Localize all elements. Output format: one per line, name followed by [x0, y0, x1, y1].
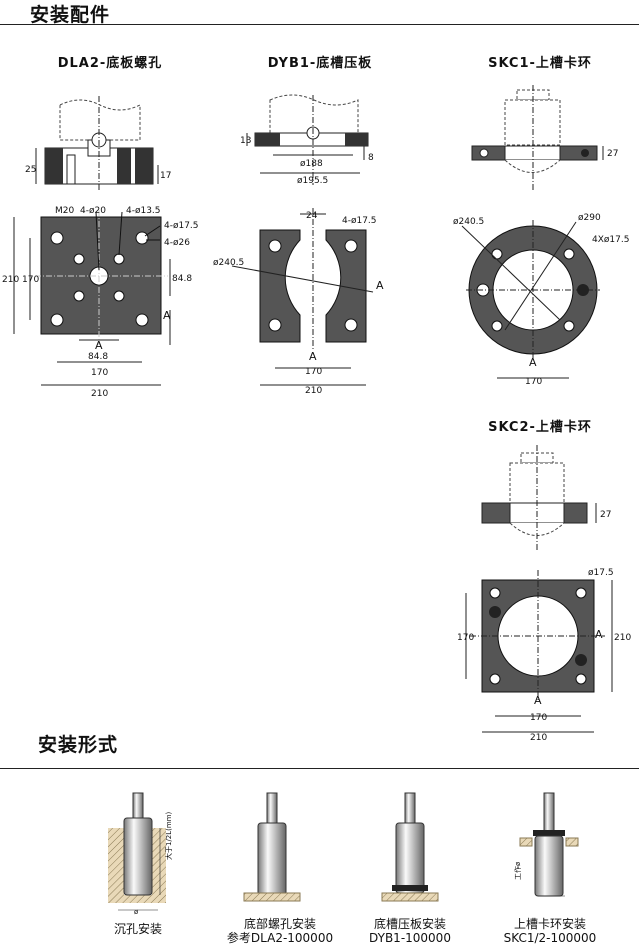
- skc2-dim-170-v: 170: [457, 633, 474, 643]
- skc1-ring: [461, 220, 600, 379]
- skc2-dim-210-v: 210: [614, 633, 631, 643]
- dla2-4-26-label: 4-ø26: [164, 238, 190, 248]
- dla2-label-a-bottom: A: [95, 339, 103, 352]
- dyb1-dia-240-5: ø240.5: [213, 258, 244, 268]
- skc2-dia-17-5: ø17.5: [588, 568, 614, 578]
- top-ring-label-1: 上槽卡环安装: [513, 917, 586, 931]
- dla2-title: DLA2-底板螺孔: [57, 56, 163, 71]
- slot-plate-label-1: 底槽压板安装: [373, 917, 446, 931]
- dyb1-dim-210: 210: [305, 386, 322, 396]
- skc2-dim-170-h: 170: [530, 713, 547, 723]
- skc2-dim-27: 27: [600, 510, 611, 520]
- dla2-dim-210-h: 210: [91, 389, 108, 399]
- dyb1-dim-13: 13: [240, 136, 251, 146]
- skc1-dim-27: 27: [607, 149, 618, 159]
- skc2-side-drawing: [481, 445, 597, 550]
- dyb1-label-a-bottom: A: [309, 350, 317, 363]
- dyb1-dim-170: 170: [305, 367, 322, 377]
- dyb1-plate: [231, 208, 374, 386]
- top-ring-work-note: 工作ø: [513, 861, 522, 880]
- bottom-bolt-mount: [243, 792, 301, 902]
- dla2-plate: [13, 210, 171, 386]
- skc2-plate: [465, 570, 613, 733]
- dyb1-dim-24: 24: [306, 211, 318, 221]
- dyb1-4-17-5: 4-ø17.5: [342, 216, 377, 226]
- top-ring-mount: [519, 792, 579, 897]
- dla2-label-a-side: A: [163, 309, 171, 322]
- dyb1-title: DYB1-底槽压板: [267, 56, 373, 71]
- bottom-bolt-label-1: 底部螺孔安装: [243, 917, 316, 931]
- bottom-bolt-label-2: 参考DLA2-100000: [226, 931, 334, 945]
- dla2-m20-label: M20: [55, 206, 74, 216]
- accessories-heading: 安装配件: [30, 4, 111, 26]
- skc2-title: SKC2-上槽卡环: [488, 420, 592, 435]
- dla2-dim-17: 17: [160, 171, 171, 181]
- dyb1-label-a-side: A: [376, 279, 384, 292]
- dla2-dim-210-v: 210: [2, 275, 19, 285]
- dyb1-dim-195-5: ø195.5: [297, 176, 328, 186]
- mounting-heading: 安装形式: [38, 734, 119, 756]
- countersunk-bottom-note: ø: [134, 908, 139, 916]
- countersunk-label: 沉孔安装: [113, 922, 162, 936]
- dla2-4-17-5-label: 4-ø17.5: [164, 221, 199, 231]
- countersunk-depth-note: 大于1/2L(mm): [164, 811, 173, 860]
- dyb1-dim-188: ø188: [300, 159, 323, 169]
- slot-plate-label-2: DYB1-100000: [369, 931, 451, 945]
- skc1-dia-240-5: ø240.5: [453, 217, 484, 227]
- skc1-dia-290: ø290: [578, 213, 601, 223]
- dla2-dim-170-h: 170: [91, 368, 108, 378]
- skc1-label-a-bottom: A: [529, 356, 537, 369]
- skc2-dim-210-h: 210: [530, 733, 547, 743]
- top-ring-label-2: SKC1/2-100000: [503, 931, 597, 945]
- dla2-dim-84-8-v: 84.8: [172, 274, 192, 284]
- heading-rule-2: [0, 768, 639, 769]
- skc1-side-drawing: [471, 85, 604, 190]
- skc2-label-a-bottom: A: [534, 694, 542, 707]
- countersunk-mount: [108, 792, 166, 911]
- skc1-dim-170: 170: [525, 377, 542, 387]
- dyb1-side-drawing: [246, 94, 369, 185]
- skc2-label-a-side: A: [595, 628, 603, 641]
- heading-rule-1: [0, 24, 639, 25]
- dla2-side-drawing: [35, 96, 159, 190]
- dla2-4-13-5-label: 4-ø13.5: [126, 206, 161, 216]
- dla2-dim-84-8-h: 84.8: [88, 352, 108, 362]
- skc1-4x17-5: 4Xø17.5: [592, 235, 629, 245]
- dla2-dim-170-v: 170: [22, 275, 39, 285]
- slot-plate-mount: [381, 792, 439, 902]
- dla2-4-20-label: 4-ø20: [80, 206, 106, 216]
- dla2-dim-25: 25: [25, 165, 36, 175]
- skc1-title: SKC1-上槽卡环: [488, 56, 592, 71]
- dyb1-dim-8: 8: [368, 153, 374, 163]
